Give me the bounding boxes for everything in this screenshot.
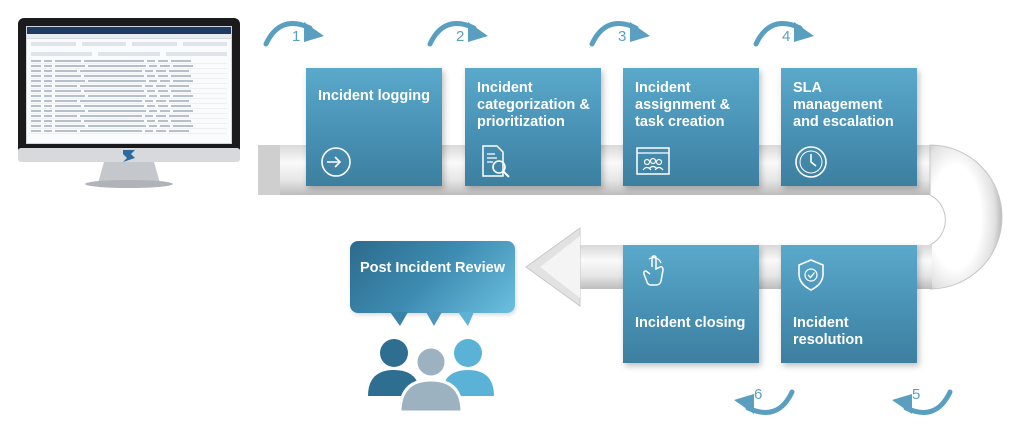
step-sla-management: SLA management and escalation [781, 68, 917, 186]
step-number: 5 [912, 386, 921, 403]
cycle-arrow-3: 3 [586, 14, 656, 60]
step-label: Incident categorization & prioritization [477, 80, 590, 130]
cycle-arrow-6: 6 [728, 376, 798, 422]
app-screen [26, 26, 232, 144]
screen-row [31, 99, 227, 104]
review-label: Post Incident Review [359, 260, 506, 276]
screen-row [31, 79, 227, 84]
shield-check-icon [798, 259, 824, 291]
touch-gesture-icon [643, 255, 664, 286]
curved-arrow-icon [734, 389, 795, 415]
curved-arrow-icon [263, 21, 324, 47]
step-label: Incident closing [635, 315, 746, 331]
step-label: SLA management and escalation [793, 80, 894, 130]
curved-arrow-icon [427, 21, 488, 47]
step-number: 3 [618, 28, 627, 45]
screen-row [31, 84, 227, 89]
screen-row [31, 89, 227, 94]
cycle-arrow-4: 4 [750, 14, 820, 60]
step-label: Incident assignment & task creation [635, 80, 731, 130]
browser-team-icon [636, 147, 670, 175]
post-incident-review-bubble: Post Incident Review [350, 241, 515, 313]
step-number: 2 [456, 28, 465, 45]
screen-row [31, 109, 227, 114]
step-categorization: Incident categorization & prioritization [465, 68, 601, 186]
cycle-arrow-5: 5 [886, 376, 956, 422]
screen-row [31, 129, 227, 134]
step-incident-resolution: Incident resolution [781, 245, 917, 363]
step-incident-closing: Incident closing [623, 245, 759, 363]
step-incident-logging: Incident logging [306, 68, 442, 186]
document-search-icon [482, 145, 510, 178]
curved-arrow-icon [892, 389, 953, 415]
screen-row [31, 74, 227, 79]
clock-icon [795, 146, 827, 178]
step-number: 4 [782, 28, 791, 45]
curved-arrow-icon [589, 21, 650, 47]
step-label: Incident logging [318, 88, 430, 104]
screen-row [31, 114, 227, 119]
cycle-arrow-1: 1 [260, 14, 330, 60]
curved-arrow-icon [753, 21, 814, 47]
step-number: 1 [292, 28, 301, 45]
login-arrow-icon [321, 147, 351, 177]
cycle-arrow-2: 2 [424, 14, 494, 60]
monitor-screenshot [18, 18, 240, 190]
step-assignment: Incident assignment & task creation [623, 68, 759, 186]
screen-row [31, 64, 227, 69]
logo-icon [123, 150, 135, 162]
screen-row [31, 119, 227, 124]
screen-row [31, 59, 227, 64]
step-label: Incident resolution [793, 315, 864, 348]
screen-row [31, 94, 227, 99]
screen-row [31, 69, 227, 74]
screen-row [31, 104, 227, 109]
step-number: 6 [754, 386, 763, 403]
screen-row [31, 124, 227, 129]
people-group-icon [368, 312, 494, 414]
